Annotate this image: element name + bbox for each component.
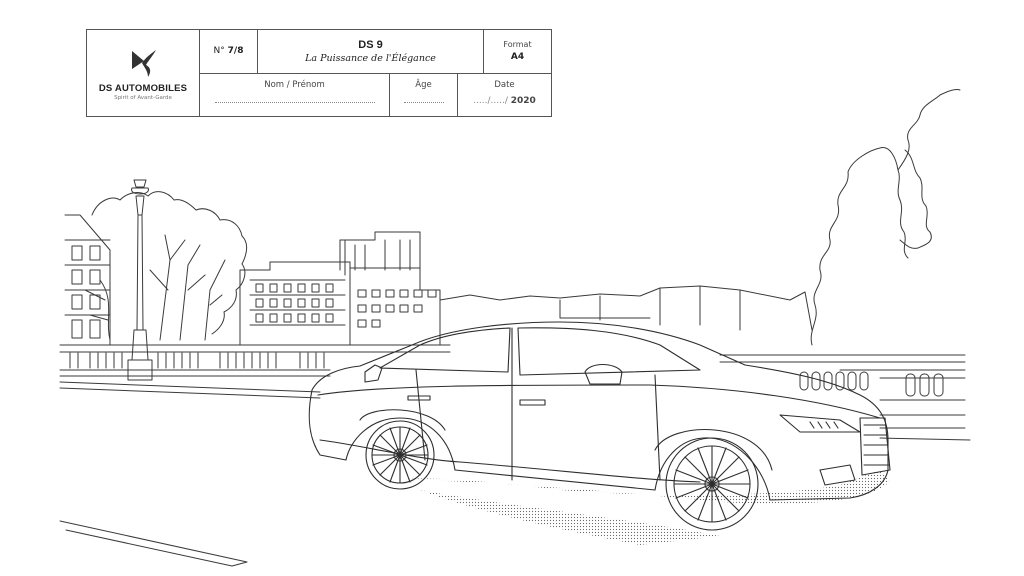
name-label: Nom / Prénom xyxy=(264,79,325,90)
format-value: A4 xyxy=(510,52,525,63)
brand-block: DS AUTOMOBILES Spirit of Avant-Garde xyxy=(87,30,200,116)
name-field[interactable]: Nom / Prénom xyxy=(200,73,390,116)
notre-dame-and-buildings xyxy=(239,231,813,346)
sheet-number: N° 7/8 xyxy=(200,30,258,73)
bridge-balustrade xyxy=(59,344,971,441)
car-shadow xyxy=(400,470,890,545)
number-label: N° xyxy=(213,46,225,57)
left-building xyxy=(64,214,111,346)
lamp-post xyxy=(127,179,153,381)
brand-tagline: Spirit of Avant-Garde xyxy=(114,95,172,101)
ds-logo-icon xyxy=(132,50,156,77)
age-field[interactable]: Âge xyxy=(390,73,458,116)
age-label: Âge xyxy=(415,79,432,90)
date-year: 2020 xyxy=(510,95,536,106)
date-blank[interactable]: ...../...../ xyxy=(473,95,511,106)
date-field[interactable]: Date ...../...../ 2020 xyxy=(458,74,551,117)
number-value: 7/8 xyxy=(227,46,244,57)
date-label: Date xyxy=(494,79,515,90)
subtitle: La Puissance de l'Élégance xyxy=(305,52,436,64)
model-title: DS 9 xyxy=(358,38,383,51)
format-label: Format xyxy=(503,40,532,50)
brand-name: DS AUTOMOBILES xyxy=(98,83,188,94)
right-trees xyxy=(810,89,961,346)
left-trees xyxy=(84,191,248,341)
title-cell: DS 9 La Puissance de l'Élégance xyxy=(258,30,484,73)
age-blank-line[interactable] xyxy=(403,101,444,103)
info-card: DS AUTOMOBILES Spirit of Avant-Garde N° … xyxy=(86,29,552,117)
name-blank-line[interactable] xyxy=(214,101,375,103)
format-cell: Format A4 xyxy=(484,30,551,73)
ds9-car xyxy=(308,321,891,531)
road-marking xyxy=(59,520,248,567)
